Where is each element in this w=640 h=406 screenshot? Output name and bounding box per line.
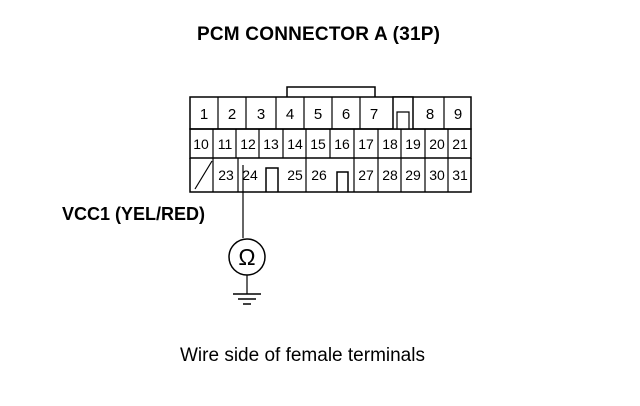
row-2-dividers [212, 129, 449, 158]
pin-12: 12 [240, 136, 256, 152]
blocked-position-slash [194, 160, 213, 190]
pin-5: 5 [314, 106, 322, 123]
pin-18: 18 [382, 136, 398, 152]
pin-11: 11 [218, 136, 233, 152]
pin-17: 17 [358, 136, 374, 152]
pin-24: 24 [242, 167, 258, 183]
pin-26: 26 [311, 167, 327, 183]
pin-27: 27 [358, 167, 374, 183]
row-2-labels: 10 11 12 13 14 15 16 17 18 19 20 21 [193, 136, 468, 152]
ohm-symbol: Ω [238, 244, 255, 270]
pin-13: 13 [263, 136, 279, 152]
pin-6: 6 [342, 106, 350, 123]
pin-20: 20 [429, 136, 445, 152]
pin-4: 4 [286, 106, 294, 123]
diagram-title: PCM CONNECTOR A (31P) [197, 24, 441, 45]
pin-1: 1 [200, 106, 208, 123]
pin-16: 16 [334, 136, 350, 152]
ohmmeter-icon: Ω [228, 238, 266, 276]
pin-3: 3 [257, 106, 265, 123]
pin-15: 15 [310, 136, 326, 152]
pin-2: 2 [228, 106, 236, 123]
pin-14: 14 [287, 136, 303, 152]
pin-8: 8 [426, 106, 434, 123]
row-3-empty-cavity-a [265, 167, 279, 192]
connector-row-3-outline [189, 158, 472, 193]
row-3-labels: 23 24 25 26 27 28 29 30 31 [218, 167, 468, 183]
row-1-key-notch [392, 96, 414, 129]
pin-7: 7 [370, 106, 378, 123]
row-3-dividers [212, 158, 449, 192]
connector-latch [286, 86, 376, 97]
wire-label: VCC1 (YEL/RED) [62, 204, 206, 224]
pin-19: 19 [405, 136, 421, 152]
pin-9: 9 [454, 106, 462, 123]
pin-10: 10 [193, 136, 209, 152]
row-1-key-inner [396, 111, 410, 129]
connector-row-1: 1 2 3 4 5 6 7 8 9 [189, 96, 472, 130]
row-1-dividers [217, 97, 445, 129]
view-caption: Wire side of female terminals [180, 345, 425, 366]
pin-21: 21 [452, 136, 468, 152]
ground-icon [233, 293, 261, 305]
pin-25: 25 [287, 167, 303, 183]
row-1-labels: 1 2 3 4 5 6 7 8 9 [200, 106, 462, 123]
pin-30: 30 [429, 167, 445, 183]
connector-row-2: 10 11 12 13 14 15 16 17 18 19 20 21 [189, 128, 472, 159]
row-3-empty-cavity-b [336, 171, 349, 192]
connector-row-3: 23 24 25 26 27 28 29 30 31 [189, 158, 472, 193]
pin-31: 31 [452, 167, 468, 183]
pin-29: 29 [405, 167, 421, 183]
pin-23: 23 [218, 167, 234, 183]
pin-28: 28 [382, 167, 398, 183]
